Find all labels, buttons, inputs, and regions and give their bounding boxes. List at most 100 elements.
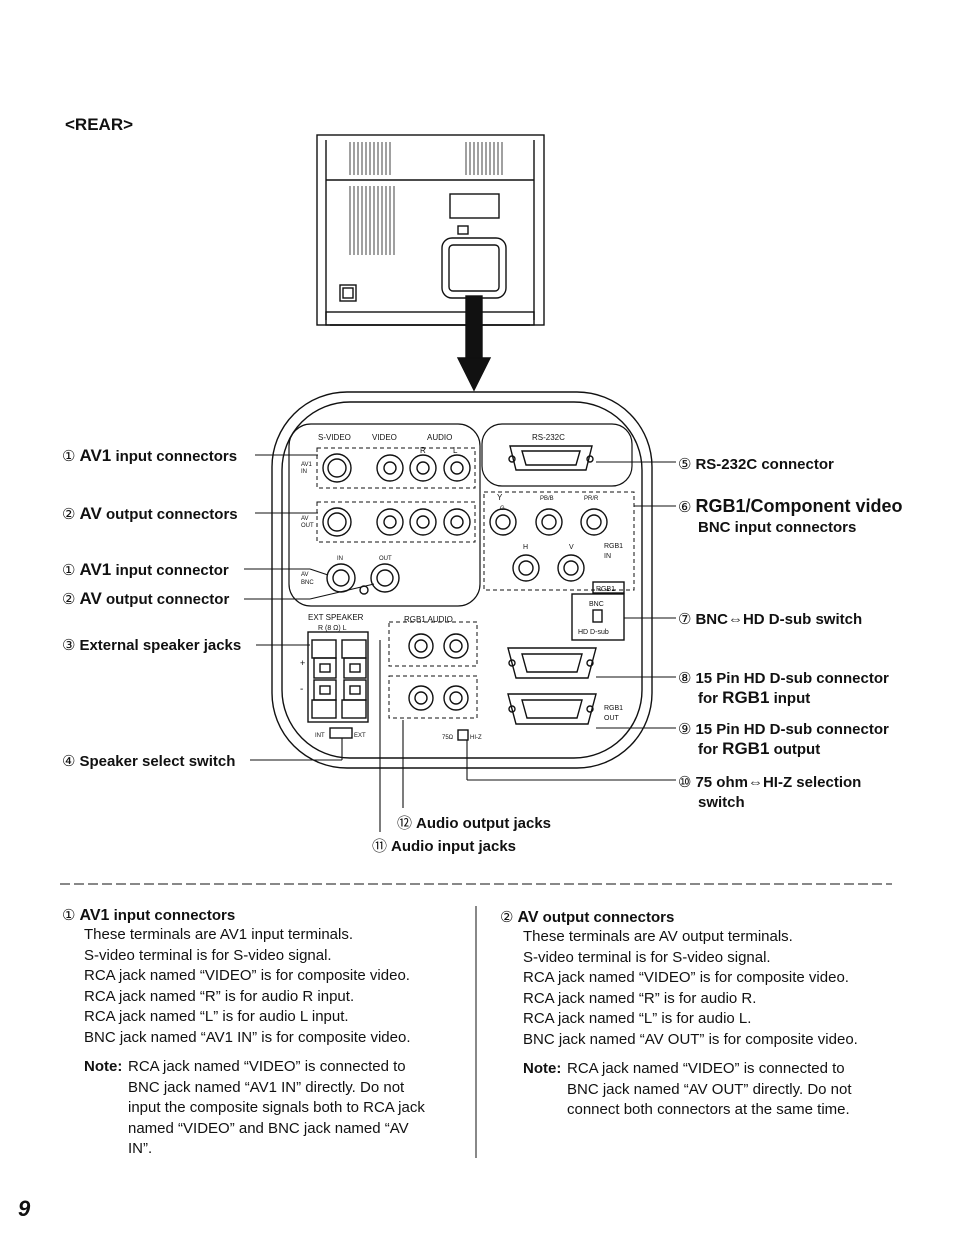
body-line: RCA jack named “VIDEO” is for composite …	[523, 969, 849, 986]
panel-int: INT	[315, 733, 325, 739]
label-text: External speaker jacks	[79, 637, 242, 654]
panel-hdsub: HD D-sub	[578, 629, 609, 636]
note-line: named “VIDEO” and BNC jack named “AV	[128, 1119, 409, 1137]
body-line: These terminals are AV1 input terminals.	[84, 926, 354, 943]
panel-ohm: 75Ω	[442, 735, 454, 741]
label-number: ②	[62, 506, 76, 523]
label-post: input	[773, 690, 811, 707]
panel-bnc: BNC	[589, 601, 604, 608]
panel-hiz: HI-Z	[470, 735, 482, 741]
panel-prr: PR/R	[584, 496, 599, 502]
panel-in: IN	[301, 469, 307, 475]
section-note: Note: RCA jack named “VIDEO” is connecte…	[84, 1057, 462, 1160]
section-number: ①	[62, 907, 76, 924]
panel-rgb1: RGB1	[604, 543, 623, 550]
panel-cap-out: OUT	[379, 556, 392, 562]
note-key: Note:	[523, 1060, 562, 1077]
label-number: ①	[62, 448, 76, 465]
panel-out: OUT	[301, 523, 314, 529]
label-number: ①	[62, 562, 76, 579]
panel-h: H	[523, 544, 528, 551]
label-number: ⑦	[678, 611, 692, 628]
body-line: These terminals are AV output terminals.	[523, 928, 793, 945]
note-line: BNC jack named “AV1 IN” directly. Do not	[128, 1078, 405, 1096]
label-line1: 15 Pin HD D-sub connector	[695, 721, 889, 738]
label-rest: output connector	[105, 591, 230, 608]
section-body: These terminals are AV output terminals.…	[523, 927, 920, 1050]
label-rest: input connectors	[115, 448, 238, 465]
label-main: AV1	[79, 560, 112, 579]
section-note: Note: RCA jack named “VIDEO” is connecte…	[523, 1059, 920, 1121]
body-line: RCA jack named “R” is for audio R.	[523, 989, 757, 1007]
connector-panel	[271, 391, 653, 769]
label-hd-dsub-output-line2: for RGB1 output	[698, 739, 820, 759]
label-75ohm-hiz-switch-line2: switch	[698, 794, 745, 811]
section-body: These terminals are AV1 input terminals.…	[84, 925, 462, 1048]
body-line: BNC jack named “AV OUT” is for composite…	[523, 1030, 858, 1048]
label-number: ⑩	[678, 774, 692, 791]
body-line: S-video terminal is for S-video signal.	[84, 946, 332, 964]
panel-r8l: R (8 Ω) L	[318, 625, 347, 632]
note-line: RCA jack named “VIDEO” is connected to	[567, 1060, 845, 1077]
body-line: RCA jack named “R” is for audio R input.	[84, 987, 355, 1005]
panel-av1: AV1	[301, 462, 313, 468]
label-text: Audio output jacks	[416, 815, 552, 832]
section-title-main: AV	[517, 909, 539, 926]
pointer-arrow	[456, 295, 492, 392]
section-title-rest: output connectors	[542, 909, 675, 926]
label-hd-dsub-input-line2: for RGB1 input	[698, 688, 810, 708]
label-number: ③	[62, 637, 76, 654]
label-number: ⑪	[372, 838, 388, 855]
callout-lines	[244, 454, 676, 832]
note-line: BNC jack named “AV OUT” directly. Do not	[567, 1080, 852, 1098]
panel-out2: OUT	[604, 715, 620, 722]
panel-bnc-bnc: BNC	[301, 580, 314, 586]
panel-minus: -	[300, 684, 303, 695]
body-line: RCA jack named “VIDEO” is for composite …	[84, 967, 410, 984]
label-text: BNC⇔HD D-sub switch	[695, 611, 863, 628]
panel-plus: +	[300, 658, 305, 668]
note-line: connect both connectors at the same time…	[567, 1101, 850, 1118]
label-number: ⑨	[678, 721, 692, 738]
panel-svideo: S-VIDEO	[318, 433, 351, 442]
note-body: RCA jack named “VIDEO” is connected to B…	[567, 1059, 920, 1121]
panel-l: L	[453, 446, 458, 455]
body-line: BNC jack named “AV1 IN” is for composite…	[84, 1028, 411, 1046]
label-number: ⑤	[678, 456, 692, 473]
label-number: ②	[62, 591, 76, 608]
label-bnc-input-connectors: BNC input connectors	[698, 519, 857, 536]
body-line: RCA jack named “L” is for audio L input.	[84, 1008, 349, 1025]
panel-pbb: PB/B	[540, 496, 554, 502]
label-main: AV	[79, 504, 102, 523]
label-number: ④	[62, 753, 76, 770]
note-line: RCA jack named “VIDEO” is connected to	[128, 1058, 406, 1075]
body-line: S-video terminal is for S-video signal.	[523, 948, 771, 966]
panel-bnc-av: AV	[301, 572, 309, 578]
label-main: AV	[79, 589, 102, 608]
panel-rs232c: RS-232C	[532, 433, 565, 442]
label-number: ⑧	[678, 670, 692, 687]
body-line: RCA jack named “L” is for audio L.	[523, 1010, 752, 1027]
note-key: Note:	[84, 1058, 123, 1075]
label-text: Speaker select switch	[79, 753, 236, 770]
label-rest: input connector	[115, 562, 229, 579]
section-number: ②	[500, 909, 514, 926]
section-title-main: AV1	[79, 907, 110, 924]
label-main: RGB1	[722, 739, 770, 758]
panel-ext-speaker: EXT SPEAKER	[308, 613, 364, 622]
label-number: ⑥	[678, 499, 692, 516]
note-body: RCA jack named “VIDEO” is connected to B…	[128, 1057, 462, 1160]
